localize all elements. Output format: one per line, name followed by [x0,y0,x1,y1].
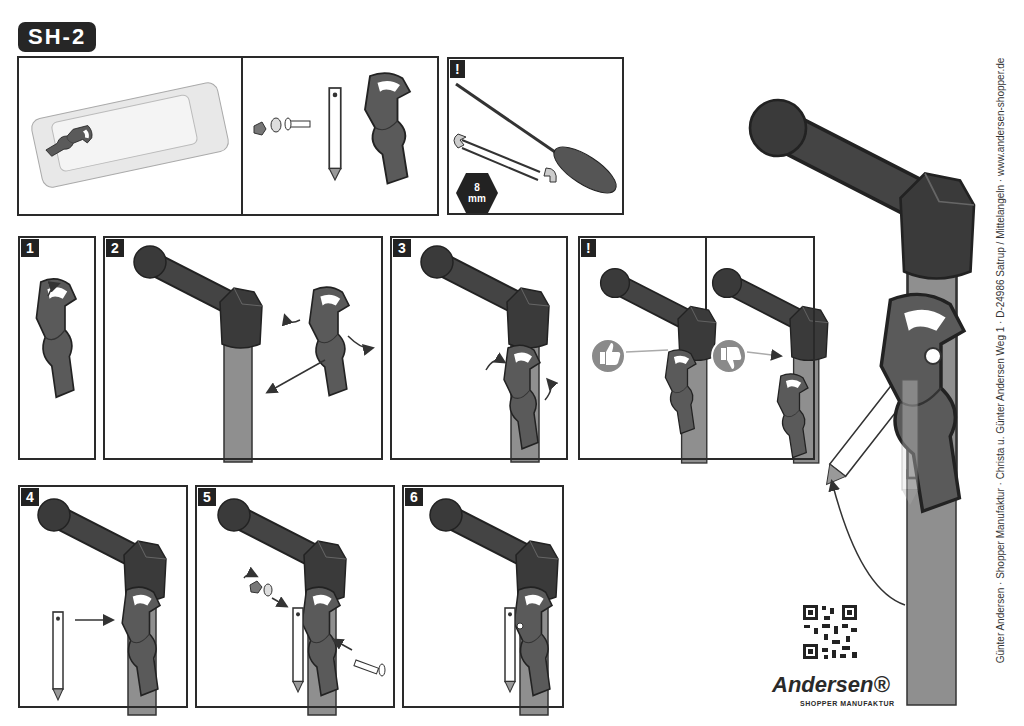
step-number: 5 [198,488,216,506]
step-number: ! [450,60,465,78]
wrench-size-hexagon: 8 mm [455,172,499,214]
brand-tagline: SHOPPER MANUFAKTUR [800,700,895,707]
step-number: 6 [405,488,423,506]
brand-logo: Andersen® [772,672,890,698]
step-panel: 5 [195,485,395,708]
step-number: 3 [393,239,411,257]
step-panel: 4 [18,485,188,708]
size-label: 8 mm [465,182,489,204]
step-panel: ! [578,236,815,460]
title-badge: SH-2 [18,22,96,52]
step-panel: 1 [18,236,96,460]
address-text: Günter Andersen · Shopper Manufaktur · C… [995,57,1006,663]
step-number: 1 [21,239,39,257]
step-number: ! [581,239,596,257]
step-panel: 2 [103,236,383,460]
step-panel: ! 8 mm [447,57,624,215]
step-panel: 6 [402,485,564,708]
step-panel: 3 [390,236,568,460]
step-number: 4 [21,488,39,506]
step-number: 2 [106,239,124,257]
